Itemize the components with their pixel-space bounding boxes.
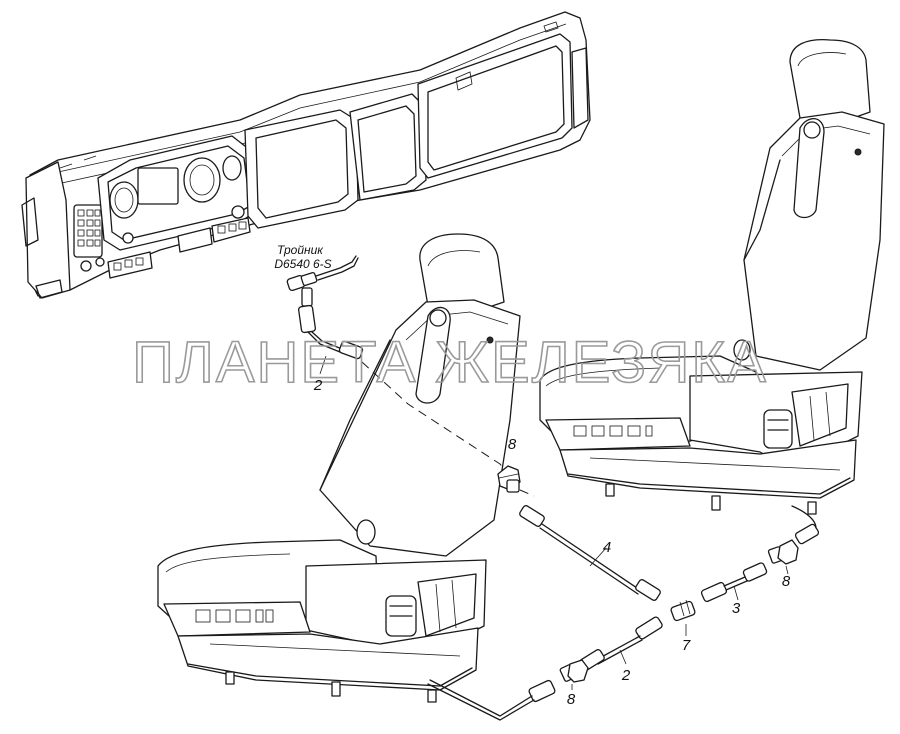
callout-tube-lower: 2 <box>621 667 631 684</box>
hidden-hose-path-2 <box>519 489 535 497</box>
hose-right-to-seat <box>791 505 820 545</box>
tube-right <box>700 562 768 603</box>
tee-note-line1: Тройник <box>277 243 324 257</box>
fitting-lower <box>559 659 589 690</box>
callout-tube-near-tee: 2 <box>313 377 323 394</box>
callout-tube-right: 3 <box>732 600 741 617</box>
tube-long <box>519 505 661 601</box>
watermark: ПЛАНЕТА ЖЕЛЕЗЯКА <box>132 330 768 395</box>
switch-block-left <box>107 251 153 279</box>
fitting-upper-left <box>497 465 521 493</box>
left-seat <box>157 233 521 703</box>
tube-near-tee <box>297 304 364 375</box>
tee-note-line2: D6540 6-S <box>274 257 331 271</box>
callout-tube-long: 4 <box>603 539 611 556</box>
switch-block-center <box>177 217 251 253</box>
callout-fitting-lower: 8 <box>567 691 576 708</box>
tee-fitting <box>286 255 359 307</box>
keypad-buttons <box>77 209 101 247</box>
connector-center <box>670 599 696 636</box>
right-seat <box>539 38 885 515</box>
hose-lower-to-seat <box>427 679 556 721</box>
fitting-right <box>767 539 799 575</box>
tube-lower <box>579 616 663 671</box>
dashboard-panel <box>21 11 591 299</box>
callout-connector-center: 7 <box>682 637 691 654</box>
callout-fitting-upper-left: 8 <box>508 436 517 453</box>
callout-fitting-right: 8 <box>782 573 791 590</box>
